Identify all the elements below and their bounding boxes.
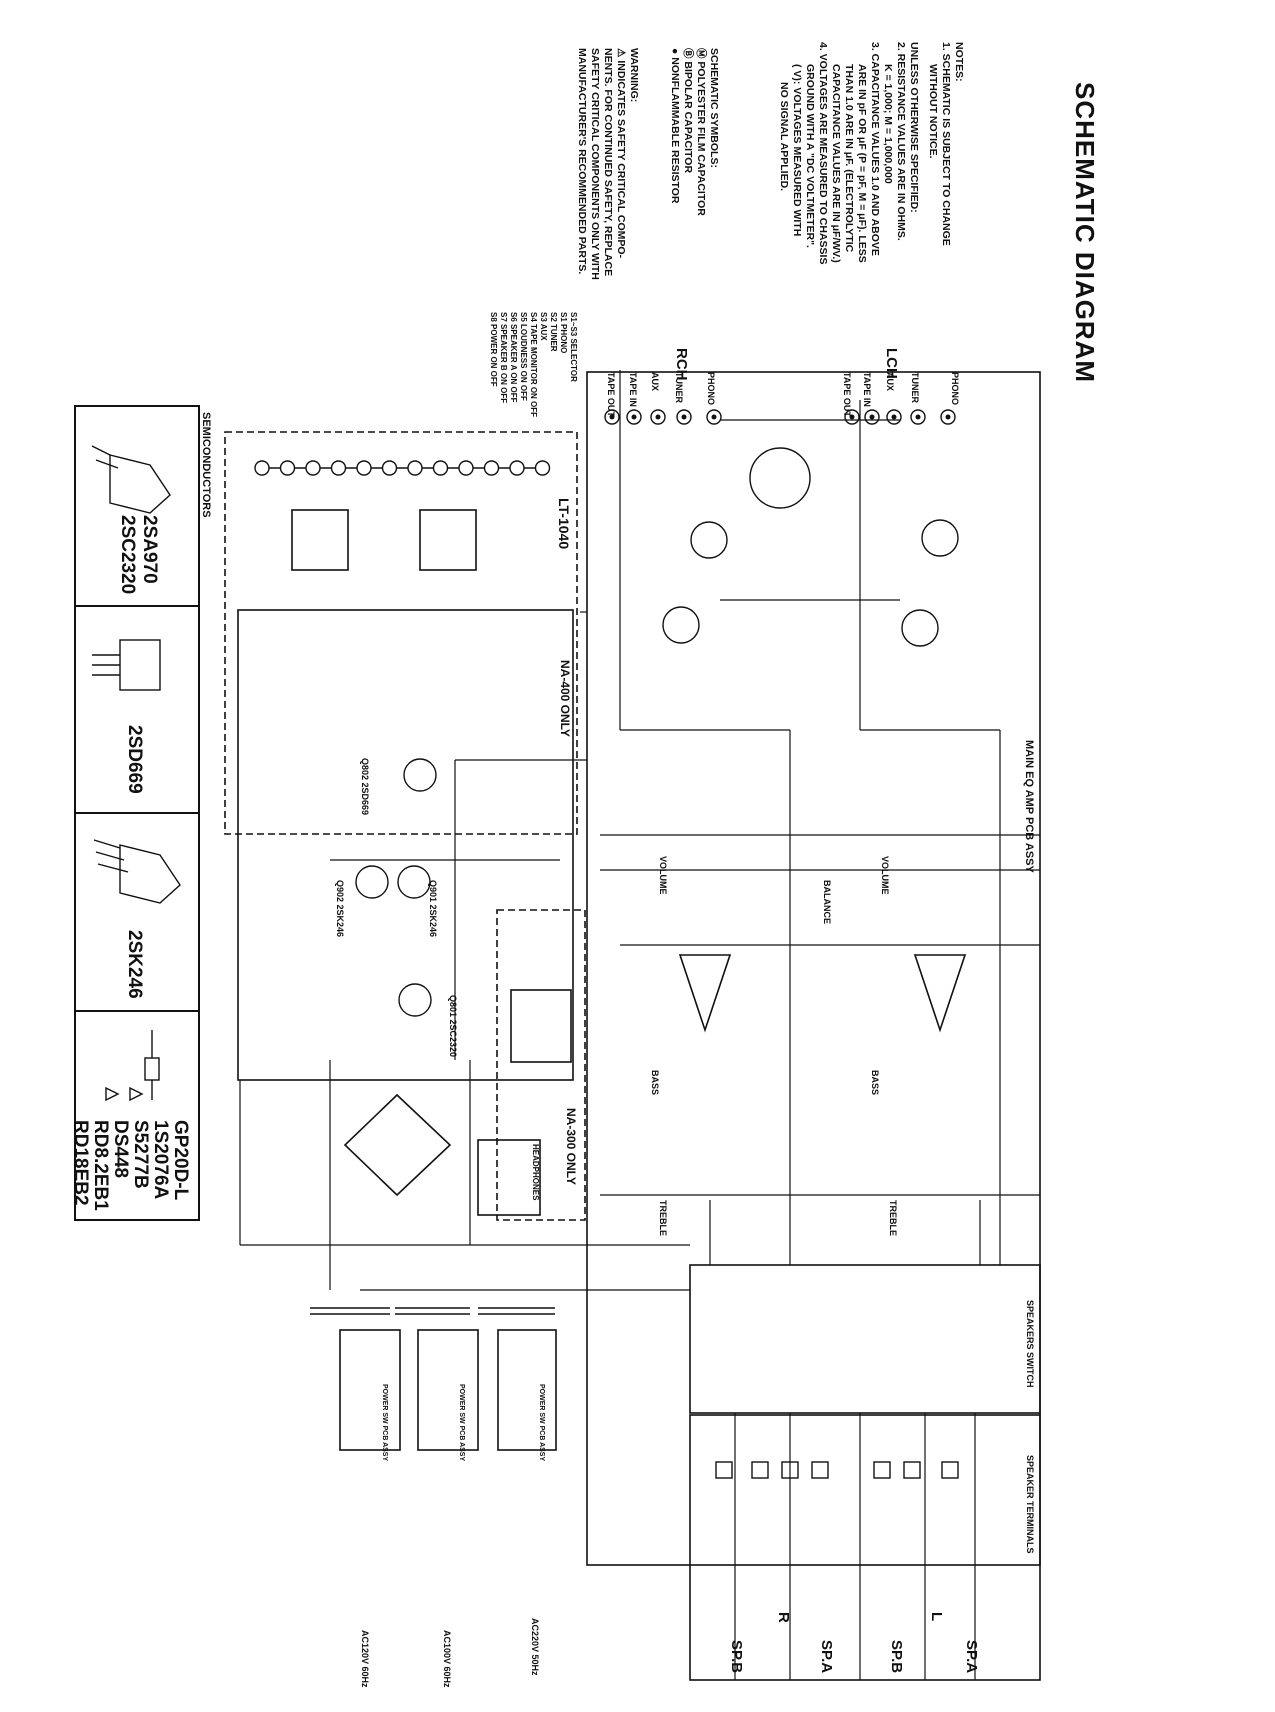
input-jack-center — [655, 414, 661, 420]
input-jack — [676, 409, 692, 425]
input-jack — [940, 409, 956, 425]
to92-package-1 — [109, 454, 171, 514]
opamp-l — [913, 954, 967, 1033]
transistor-q404 — [662, 606, 700, 644]
transistor-q902 — [355, 865, 389, 899]
transformers — [310, 1307, 555, 1315]
input-jack — [626, 409, 642, 425]
input-jack-center — [915, 414, 921, 420]
transistor-q401 — [921, 519, 959, 557]
phono-socket — [749, 447, 811, 509]
transistor-q402 — [690, 521, 728, 559]
speaker-terminal — [903, 1461, 921, 1479]
led-indicator — [407, 460, 423, 476]
power-indicator-box — [510, 989, 572, 1063]
led-indicator — [432, 460, 449, 476]
headphones-box — [477, 1139, 541, 1216]
input-jack-center — [849, 414, 855, 420]
input-jack-center — [891, 414, 897, 420]
led-indicator — [254, 460, 270, 476]
diode-package — [144, 1057, 160, 1081]
led-indicator — [534, 460, 551, 476]
input-jack-center — [609, 414, 615, 420]
input-jack — [864, 409, 880, 425]
speaker-terminal — [781, 1461, 799, 1479]
transistor-q901 — [397, 865, 431, 899]
speaker-terminal — [941, 1461, 959, 1479]
input-jack — [844, 409, 860, 425]
transistor-q801 — [398, 983, 432, 1017]
na300-outline — [496, 909, 586, 1221]
amp-block-lch — [419, 509, 477, 571]
diode-symbol-1 — [129, 1086, 144, 1102]
speaker-terminal — [715, 1461, 733, 1479]
input-jack-center — [869, 414, 875, 420]
to126-package — [119, 639, 161, 691]
input-jack — [910, 409, 926, 425]
power-sw-box-1 — [339, 1329, 401, 1451]
rectifier-bridge — [343, 1093, 452, 1197]
wiring — [239, 370, 1040, 1680]
led-indicator — [279, 460, 296, 476]
led-indicator — [330, 460, 347, 476]
input-jack — [604, 409, 620, 425]
led-indicator — [509, 460, 525, 476]
speaker-terminal — [751, 1461, 769, 1479]
lt1040-outline — [224, 431, 578, 835]
semiconductors-box — [74, 405, 200, 1221]
led-indicator — [305, 460, 321, 476]
transistor-q403 — [901, 609, 939, 647]
input-jack-center — [711, 414, 717, 420]
input-jack-center — [945, 414, 951, 420]
led-indicator — [381, 460, 398, 476]
led-indicator — [356, 460, 372, 476]
amp-block-rch — [291, 509, 349, 571]
speakers-switch-box — [689, 1264, 1041, 1414]
speaker-terminals-box — [689, 1414, 1041, 1681]
speaker-terminal — [873, 1461, 891, 1479]
diode-symbol-2 — [105, 1086, 120, 1102]
to92-package-2 — [119, 844, 181, 904]
transistor-q802 — [403, 758, 437, 792]
na400-box — [237, 609, 574, 1081]
input-jack — [886, 409, 902, 425]
input-jack — [650, 409, 666, 425]
input-jack-center — [631, 414, 637, 420]
power-sw-box-3 — [497, 1329, 557, 1451]
input-jack-center — [681, 414, 687, 420]
power-sw-box-2 — [417, 1329, 479, 1451]
input-jack — [706, 409, 722, 425]
led-indicator — [458, 460, 474, 476]
led-indicator — [483, 460, 500, 476]
main-pcb-outline — [586, 371, 1041, 1566]
speaker-terminal — [811, 1461, 829, 1479]
opamp-r — [678, 954, 732, 1033]
